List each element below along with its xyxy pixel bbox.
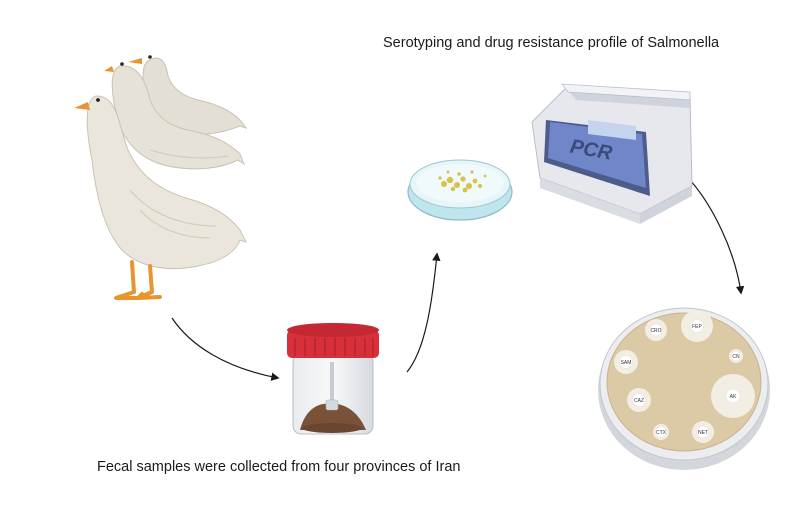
disk-NET: NET <box>692 421 714 443</box>
disk-SAM: SAM <box>614 350 638 374</box>
disk-AK: AK <box>711 374 755 418</box>
pcr-machine: PCR <box>531 83 693 224</box>
petri-dish-culture <box>407 159 513 221</box>
geese-illustration <box>74 55 248 300</box>
arrow-pcr-to-plate <box>689 179 745 295</box>
disk-CTX: CTX <box>653 424 669 440</box>
disk-label-cn: CN <box>732 354 740 360</box>
top-caption: Serotyping and drug resistance profile o… <box>383 35 720 51</box>
disk-label-caz: CAZ <box>634 398 644 404</box>
disk-label-net: NET <box>698 430 708 436</box>
disk-CRO: CRO <box>645 319 667 341</box>
bottom-caption: Fecal samples were collected from four p… <box>97 459 461 475</box>
goose-front <box>74 95 247 300</box>
disk-FEP: FEP <box>681 310 713 342</box>
disk-label-ak: AK <box>730 394 737 400</box>
disk-label-fep: FEP <box>692 324 702 330</box>
fecal-sample-jar <box>287 323 379 435</box>
disk-label-ctx: CTX <box>656 430 667 436</box>
disk-label-cro: CRO <box>650 328 661 334</box>
antibiotic-susceptibility-plate: CRO FEP CN SAM AK CAZ CTX NET <box>598 307 770 470</box>
disk-CAZ: CAZ <box>627 388 651 412</box>
disk-label-sam: SAM <box>621 360 632 366</box>
disk-CN: CN <box>729 349 743 363</box>
arrow-jar-to-petri <box>406 252 441 373</box>
workflow-arrows <box>171 179 745 381</box>
arrow-geese-to-jar <box>171 317 280 381</box>
